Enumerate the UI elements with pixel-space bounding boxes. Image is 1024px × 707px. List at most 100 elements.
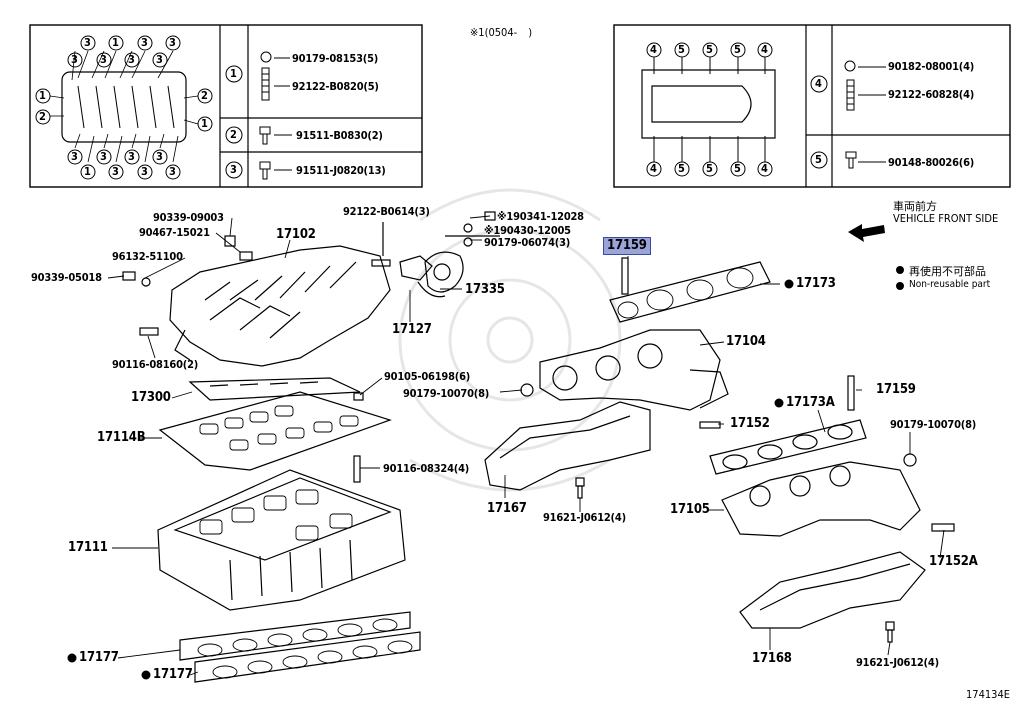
label-90179-10070-left: 90179-10070(8) <box>403 387 490 400</box>
box-right-marker-4: 4 <box>761 43 768 56</box>
box-left-marker-3: 3 <box>169 165 176 178</box>
box-right-marker-5: 5 <box>734 162 741 175</box>
box-left-part-1b: 92122-B0820(5) <box>292 80 379 93</box>
box-left-marker-3: 3 <box>156 53 163 66</box>
label-92122-B0614: 92122-B0614(3) <box>343 205 430 218</box>
label-91621-J0612-left: 91621-J0612(4) <box>543 511 626 524</box>
label-90116-08160: 90116-08160(2) <box>112 358 199 371</box>
box-left-marker-3: 3 <box>71 53 78 66</box>
label-90179-06074: 90179-06074(3) <box>484 236 571 249</box>
label-96132-51100: 96132-51100 <box>112 250 183 263</box>
label-17173A: 17173A <box>786 395 835 410</box>
box-left-marker-3: 3 <box>71 150 78 163</box>
label-17335: 17335 <box>465 282 505 297</box>
box-right-marker-5: 5 <box>706 162 713 175</box>
direction-jp: 車両前方 <box>893 200 937 213</box>
label-17177-upper: 17177 <box>79 650 119 665</box>
gasket-17300 <box>188 377 361 401</box>
label-90339-09003: 90339-09003 <box>153 211 224 224</box>
box-left <box>29 24 423 188</box>
label-17300: 17300 <box>131 390 171 405</box>
diagram-id: 174134E <box>966 688 1011 701</box>
box-left-marker-3: 3 <box>100 53 107 66</box>
box-left-marker-2: 2 <box>230 128 237 141</box>
direction-en: VEHICLE FRONT SIDE <box>893 212 999 225</box>
exhaust-manifold-17105 <box>721 461 921 537</box>
front-arrow-icon <box>848 224 885 242</box>
box-right-marker-5: 5 <box>678 162 685 175</box>
label-90116-08324: 90116-08324(4) <box>383 462 470 475</box>
box-left-marker-1: 1 <box>112 36 119 49</box>
box-right-part-4a: 90182-08001(4) <box>888 60 975 73</box>
box-right-part-4b: 92122-60828(4) <box>888 88 975 101</box>
label-17168: 17168 <box>752 651 792 666</box>
intake-lower-17111 <box>157 469 406 611</box>
legend-jp: 再使用不可部品 <box>909 265 986 278</box>
box-left-marker-2: 2 <box>39 110 46 123</box>
box-right-marker-4: 4 <box>650 162 657 175</box>
header-note: ※1(0504- ) <box>470 26 533 39</box>
box-left-marker-3: 3 <box>230 163 237 176</box>
label-17127: 17127 <box>392 322 432 337</box>
gasket-17177 <box>179 611 421 683</box>
label-90179-10070-right: 90179-10070(8) <box>890 418 977 431</box>
box-right-marker-5: 5 <box>678 43 685 56</box>
gasket-17173 <box>609 261 771 323</box>
box-left-marker-3: 3 <box>128 53 135 66</box>
throttle-body-17127 <box>399 211 500 298</box>
heat-insulator-17168 <box>739 551 926 629</box>
label-190430-12005: ※190430-12005 <box>484 224 571 237</box>
label-90339-05018: 90339-05018 <box>31 271 102 284</box>
box-right <box>613 24 1011 188</box>
label-17102: 17102 <box>276 227 316 242</box>
box-left-marker-1: 1 <box>84 165 91 178</box>
exhaust-manifold-17104 <box>539 329 729 411</box>
heat-insulator-17167 <box>484 401 651 491</box>
label-190341-12028: ※190341-12028 <box>497 210 584 223</box>
label-17173: 17173 <box>796 276 836 291</box>
leader-lines <box>107 215 945 676</box>
box-right-marker-4: 4 <box>815 77 822 90</box>
box-left-marker-3: 3 <box>112 165 119 178</box>
label-90467-15021: 90467-15021 <box>139 226 210 239</box>
box-left-marker-3: 3 <box>169 36 176 49</box>
box-left-marker-2: 2 <box>201 89 208 102</box>
label-17111: 17111 <box>68 540 108 555</box>
box-left-part-3: 91511-J0820(13) <box>296 164 386 177</box>
box-left-marker-1: 1 <box>201 117 208 130</box>
gasket-17114B <box>158 391 392 471</box>
watermark-logo <box>398 188 622 492</box>
box-right-marker-4: 4 <box>650 43 657 56</box>
box-left-marker-3: 3 <box>141 165 148 178</box>
label-17159-right: 17159 <box>876 382 916 397</box>
gasket-17173A <box>709 419 867 475</box>
label-17152: 17152 <box>730 416 770 431</box>
box-left-marker-3: 3 <box>156 150 163 163</box>
box-left-marker-3: 3 <box>128 150 135 163</box>
intake-plenum-17102 <box>169 245 391 367</box>
box-left-marker-3: 3 <box>84 36 91 49</box>
label-91621-J0612-right: 91621-J0612(4) <box>856 656 939 669</box>
box-right-marker-5: 5 <box>734 43 741 56</box>
box-right-marker-5: 5 <box>706 43 713 56</box>
label-17152A: 17152A <box>929 554 978 569</box>
box-right-part-5: 90148-80026(6) <box>888 156 975 169</box>
box-left-marker-3: 3 <box>100 150 107 163</box>
box-left-marker-3: 3 <box>141 36 148 49</box>
legend-en: Non-reusable part <box>909 279 991 290</box>
label-17105: 17105 <box>670 502 710 517</box>
label-17177-lower: 17177 <box>153 667 193 682</box>
box-left-part-1a: 90179-08153(5) <box>292 52 379 65</box>
label-17104: 17104 <box>726 334 766 349</box>
box-left-part-2: 91511-B0830(2) <box>296 129 383 142</box>
label-17159-highlighted[interactable]: 17159 <box>603 237 651 255</box>
label-90105-06198: 90105-06198(6) <box>384 370 471 383</box>
label-17114B: 17114B <box>97 430 146 445</box>
box-right-marker-4: 4 <box>761 162 768 175</box>
label-17167: 17167 <box>487 501 527 516</box>
box-left-marker-1: 1 <box>39 89 46 102</box>
box-right-marker-5: 5 <box>815 153 822 166</box>
box-left-marker-1: 1 <box>230 67 237 80</box>
